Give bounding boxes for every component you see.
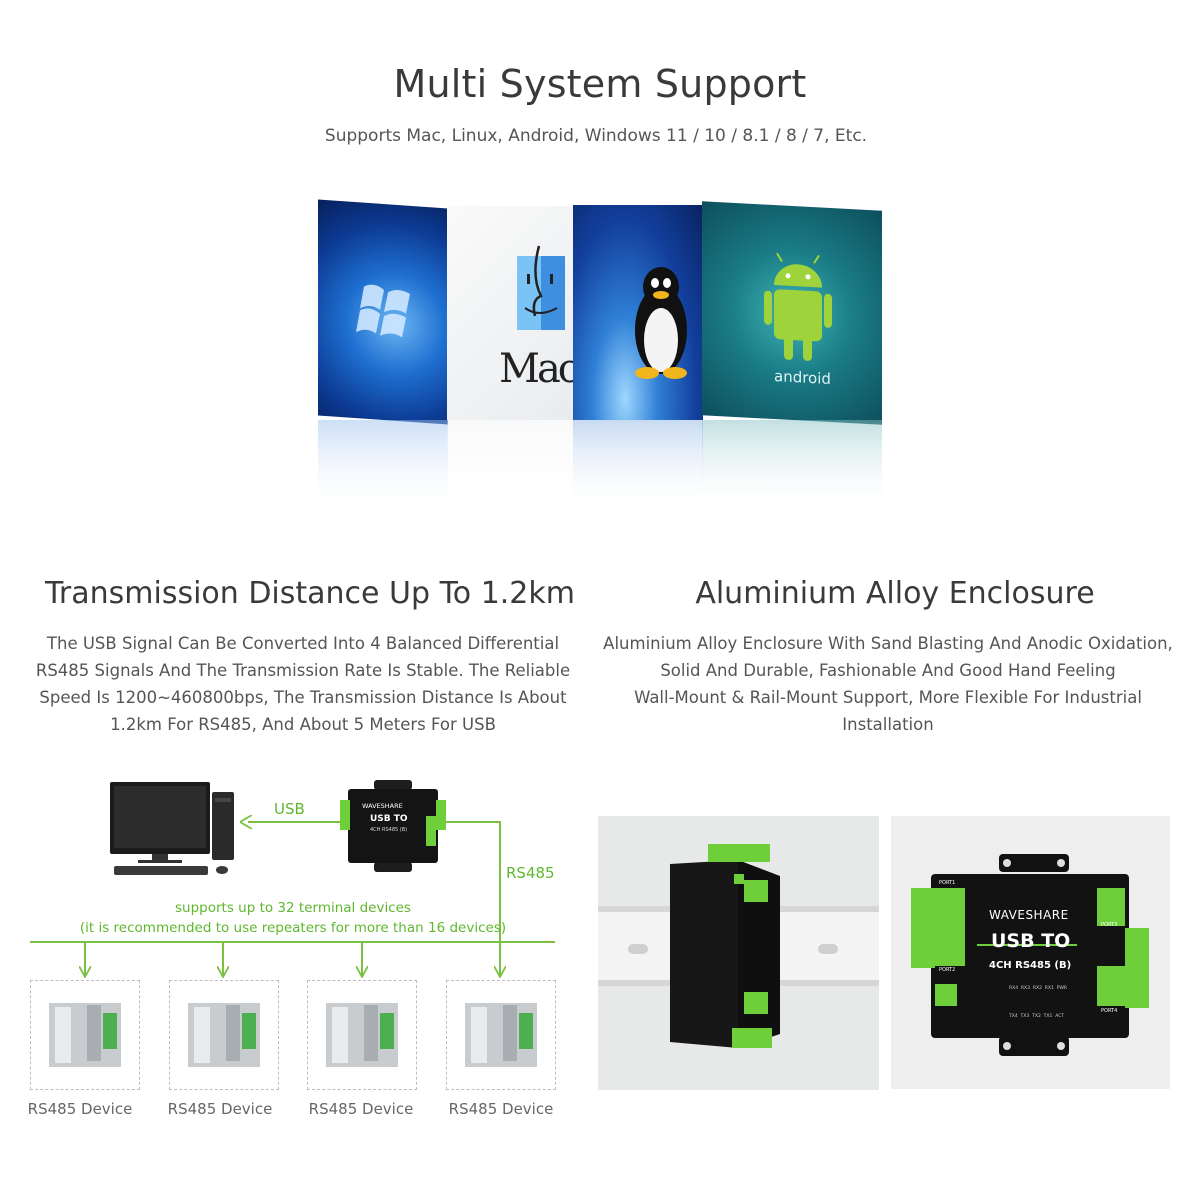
reflection-fade <box>300 420 900 530</box>
rail-mount-photo <box>598 816 879 1090</box>
page-subtitle: Supports Mac, Linux, Android, Windows 11… <box>324 126 868 146</box>
converter-top-icon <box>911 854 1149 1056</box>
rs485-device-label: RS485 Device <box>448 1100 554 1118</box>
rack-device-icon <box>326 1003 398 1067</box>
drop-line-2 <box>222 941 224 975</box>
enclosure-title: Aluminium Alloy Enclosure <box>695 576 1095 611</box>
mac-tile: Mac O <box>447 206 574 420</box>
mac-os-text: Mac O <box>499 346 574 392</box>
enclosure-line: Wall-Mount & Rail-Mount Support, More Fl… <box>634 688 1142 707</box>
enclosure-line: Aluminium Alloy Enclosure With Sand Blas… <box>603 634 1173 653</box>
converter-model: USB TO <box>370 814 408 824</box>
photo-port3: PORT3 <box>1101 922 1118 928</box>
rs485-horizontal-line <box>446 821 500 823</box>
usb-arrow-icon <box>240 815 252 829</box>
android-robot-icon <box>764 252 832 361</box>
enclosure-description: Aluminium Alloy Enclosure With Sand Blas… <box>598 630 1178 738</box>
converter-sub: 4CH RS485 (B) <box>370 827 408 833</box>
drop-arrow-icon <box>79 966 91 978</box>
converter-brand: WAVESHARE <box>362 802 403 810</box>
din-rail-device-illustration <box>598 844 879 1048</box>
rs485-device-box <box>446 980 556 1090</box>
drop-arrow-icon <box>494 966 506 978</box>
finder-face-icon <box>517 245 565 330</box>
transmission-line: Speed Is 1200~460800bps, The Transmissio… <box>39 688 567 707</box>
drop-arrow-icon <box>217 966 229 978</box>
photo-leds-top: RX4 RX3 RX2 RX1 PWR <box>1009 986 1068 991</box>
transmission-description: The USB Signal Can Be Converted Into 4 B… <box>20 630 586 738</box>
top-view-photo: WAVESHARE USB TO 4CH RS485 (B) PORT1 POR… <box>891 816 1170 1089</box>
photo-sub: 4CH RS485 (B) <box>989 960 1072 971</box>
desktop-computer-icon <box>110 782 234 875</box>
android-tile: android <box>702 201 882 425</box>
rs485-device-box <box>169 980 279 1090</box>
rs485-vertical-line <box>499 821 501 975</box>
photo-port4: PORT4 <box>1101 1008 1118 1014</box>
usb-label: USB <box>274 800 305 818</box>
photo-brand: WAVESHARE <box>989 908 1069 922</box>
photo-port1: PORT1 <box>939 880 956 886</box>
drop-arrow-icon <box>356 966 368 978</box>
transmission-line: The USB Signal Can Be Converted Into 4 B… <box>46 634 560 653</box>
transmission-title: Transmission Distance Up To 1.2km <box>44 576 575 611</box>
photo-leds-bottom: TX4 TX3 TX2 TX1 ACT <box>1009 1014 1065 1019</box>
rack-device-icon <box>49 1003 121 1067</box>
rs485-device-label: RS485 Device <box>167 1100 273 1118</box>
tux-penguin-icon <box>635 267 687 379</box>
drop-line-1 <box>84 941 86 975</box>
transmission-line: RS485 Signals And The Transmission Rate … <box>35 661 571 680</box>
android-text: android <box>774 367 831 389</box>
diagram-note-2: (it is recommended to use repeaters for … <box>79 920 507 936</box>
enclosure-line: Solid And Durable, Fashionable And Good … <box>660 661 1116 680</box>
rs485-label: RS485 <box>506 864 555 882</box>
drop-line-3 <box>361 941 363 975</box>
rack-device-icon <box>188 1003 260 1067</box>
rs485-device-label: RS485 Device <box>27 1100 133 1118</box>
usb-line <box>248 821 340 823</box>
diagram-note-1: supports up to 32 terminal devices <box>175 900 411 916</box>
rs485-device-box <box>30 980 140 1090</box>
rack-device-icon <box>465 1003 537 1067</box>
converter-device: WAVESHARE USB TO 4CH RS485 (B) <box>340 780 446 872</box>
enclosure-line: Installation <box>842 715 934 734</box>
rs485-device-box <box>307 980 417 1090</box>
windows-tile <box>318 199 448 425</box>
transmission-line: 1.2km For RS485, And About 5 Meters For … <box>110 715 496 734</box>
bus-line <box>30 941 555 943</box>
photo-port2: PORT2 <box>939 967 956 973</box>
page-title: Multi System Support <box>393 62 807 106</box>
photo-model: USB TO <box>991 930 1071 952</box>
rs485-device-label: RS485 Device <box>308 1100 414 1118</box>
linux-tile <box>573 205 703 420</box>
windows-logo-icon <box>356 284 410 338</box>
